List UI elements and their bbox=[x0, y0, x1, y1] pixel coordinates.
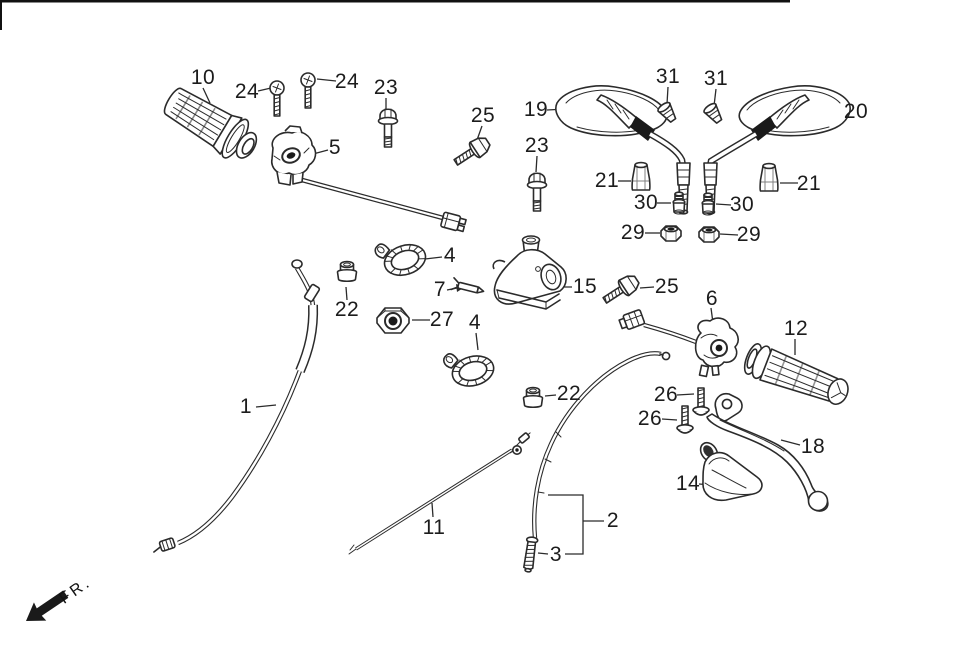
callout-31-right: 31 bbox=[703, 67, 729, 90]
part-flange-screw-26-lower bbox=[676, 405, 694, 434]
callout-7: 7 bbox=[433, 278, 447, 301]
part-lever-holder-15 bbox=[492, 235, 567, 310]
part-flange-bolt-23-upper bbox=[377, 108, 399, 148]
callout-10: 10 bbox=[190, 66, 216, 89]
part-hex-nut-27 bbox=[376, 307, 410, 334]
part-pan-screw-24-right bbox=[300, 72, 316, 109]
part-throttle-housing-5 bbox=[270, 125, 467, 233]
part-mirror-nut-29-right bbox=[698, 226, 720, 243]
part-throttle-cable-1 bbox=[153, 259, 321, 553]
callout-20: 20 bbox=[843, 100, 869, 123]
callout-21-left: 21 bbox=[594, 169, 620, 192]
callout-19: 19 bbox=[523, 98, 549, 121]
part-cable-assembly-2 bbox=[532, 351, 671, 539]
callout-31-left: 31 bbox=[655, 65, 681, 88]
callout-24-left: 24 bbox=[234, 80, 260, 103]
part-mirror-boot-21-right bbox=[759, 162, 779, 192]
callout-22-lower: 22 bbox=[556, 382, 582, 405]
part-hex-bolt-25-mid bbox=[602, 275, 640, 304]
part-flange-bolt-23-mid bbox=[526, 172, 548, 212]
part-mirror-adapter-30-left bbox=[672, 191, 686, 215]
callout-22-upper: 22 bbox=[334, 298, 360, 321]
callout-26-lower: 26 bbox=[637, 407, 663, 430]
callout-1: 1 bbox=[239, 395, 253, 418]
callout-4-upper: 4 bbox=[443, 244, 457, 267]
page-top-border bbox=[0, 0, 790, 3]
part-lever-cover-14 bbox=[699, 441, 763, 502]
fr-direction-arrow bbox=[26, 590, 69, 621]
part-mirror-right-20 bbox=[703, 85, 851, 215]
callout-21-right: 21 bbox=[796, 172, 822, 195]
callout-23-upper: 23 bbox=[373, 76, 399, 99]
part-mirror-left-19 bbox=[555, 85, 691, 215]
part-flange-screw-26-upper bbox=[692, 387, 710, 416]
part-mirror-adapter-30-right bbox=[701, 192, 715, 216]
callout-3: 3 bbox=[549, 543, 563, 566]
callout-18: 18 bbox=[800, 435, 826, 458]
callout-26-upper: 26 bbox=[653, 383, 679, 406]
part-cap-nut-22-upper bbox=[336, 260, 358, 283]
part-mirror-nut-29-left bbox=[660, 225, 682, 242]
part-cable-adjuster-3 bbox=[523, 536, 539, 573]
callout-23-mid: 23 bbox=[524, 134, 550, 157]
callout-25-mid: 25 bbox=[654, 275, 680, 298]
callout-30-left: 30 bbox=[633, 191, 659, 214]
callout-4-lower: 4 bbox=[468, 311, 482, 334]
callout-2: 2 bbox=[606, 509, 620, 532]
callout-27: 27 bbox=[429, 308, 455, 331]
callout-25-upper: 25 bbox=[470, 104, 496, 127]
callout-30-right: 30 bbox=[729, 193, 755, 216]
callout-29-left: 29 bbox=[620, 221, 646, 244]
part-left-grip-12 bbox=[743, 343, 849, 406]
callout-12: 12 bbox=[783, 317, 809, 340]
part-wire-lead-11 bbox=[348, 432, 531, 555]
part-pin-7 bbox=[450, 277, 485, 294]
callout-24-right: 24 bbox=[334, 70, 360, 93]
part-tube-clamp-4-lower bbox=[443, 353, 495, 387]
callout-11: 11 bbox=[422, 516, 446, 539]
callout-14: 14 bbox=[675, 472, 701, 495]
part-cone-cap-31-left bbox=[657, 101, 677, 123]
part-tube-clamp-4-upper bbox=[374, 243, 427, 277]
part-switch-assembly-6 bbox=[618, 309, 739, 378]
page-left-border bbox=[0, 0, 2, 30]
part-mirror-boot-21-left bbox=[631, 161, 651, 191]
part-brake-lever-18 bbox=[706, 392, 829, 512]
part-hex-bolt-25-upper bbox=[453, 137, 491, 166]
callout-5: 5 bbox=[328, 136, 342, 159]
part-pan-screw-24-left bbox=[269, 80, 285, 117]
part-throttle-grip-10 bbox=[163, 87, 258, 159]
callout-29-right: 29 bbox=[736, 223, 762, 246]
part-cap-nut-22-lower bbox=[522, 386, 544, 409]
callout-15: 15 bbox=[572, 275, 598, 298]
part-cone-cap-31-right bbox=[703, 102, 723, 124]
callout-6: 6 bbox=[705, 287, 719, 310]
